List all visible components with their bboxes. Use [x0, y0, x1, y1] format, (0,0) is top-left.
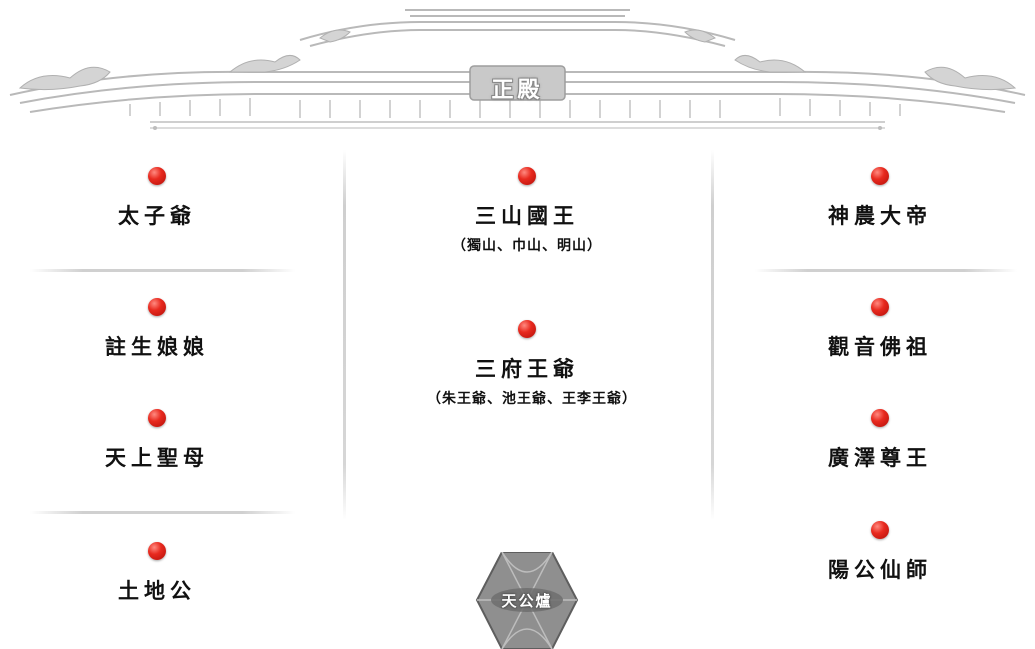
deity-name: 三府王爺	[475, 356, 579, 381]
deity-left-4: 土地公	[57, 542, 257, 604]
hall-title: 正殿	[491, 77, 544, 103]
deity-center-2: 三府王爺 （朱王爺、池王爺、王李王爺）	[427, 320, 637, 408]
deity-name: 註生娘娘	[105, 334, 209, 359]
incense-burner-icon	[475, 552, 579, 649]
deity-subtitle: （朱王爺、池王爺、王李王爺）	[427, 391, 637, 407]
red-dot-marker	[148, 167, 166, 185]
red-dot-marker	[518, 320, 536, 338]
deity-name: 陽公仙師	[828, 557, 932, 582]
right-separator-1	[755, 269, 1017, 272]
deity-left-2: 註生娘娘	[57, 298, 257, 360]
deity-left-1: 太子爺	[57, 167, 257, 229]
red-dot-marker	[871, 298, 889, 316]
red-dot-marker	[148, 409, 166, 427]
deity-right-4: 陽公仙師	[780, 521, 980, 583]
deity-name: 神農大帝	[828, 203, 932, 228]
deity-right-3: 廣澤尊王	[780, 409, 980, 471]
left-separator-2	[30, 511, 295, 514]
red-dot-marker	[871, 521, 889, 539]
deity-name: 廣澤尊王	[828, 445, 932, 470]
red-dot-marker	[871, 409, 889, 427]
deity-left-3: 天上聖母	[57, 409, 257, 471]
incense-burner-label: 天公爐	[501, 592, 553, 610]
right-column-divider	[711, 150, 714, 520]
temple-roof-illustration	[9, 9, 1026, 130]
deity-center-1: 三山國王 （獨山、巾山、明山）	[427, 167, 627, 255]
deity-name: 太子爺	[118, 203, 196, 228]
left-separator-1	[30, 269, 295, 272]
red-dot-marker	[871, 167, 889, 185]
deity-right-1: 神農大帝	[780, 167, 980, 229]
red-dot-marker	[148, 542, 166, 560]
deity-right-2: 觀音佛祖	[780, 298, 980, 360]
deity-name: 土地公	[118, 578, 196, 603]
red-dot-marker	[518, 167, 536, 185]
deity-subtitle: （獨山、巾山、明山）	[452, 238, 602, 254]
red-dot-marker	[148, 298, 166, 316]
deity-name: 天上聖母	[105, 445, 209, 470]
deity-name: 三山國王	[475, 203, 579, 228]
deity-name: 觀音佛祖	[828, 334, 932, 359]
left-column-divider	[343, 150, 346, 520]
